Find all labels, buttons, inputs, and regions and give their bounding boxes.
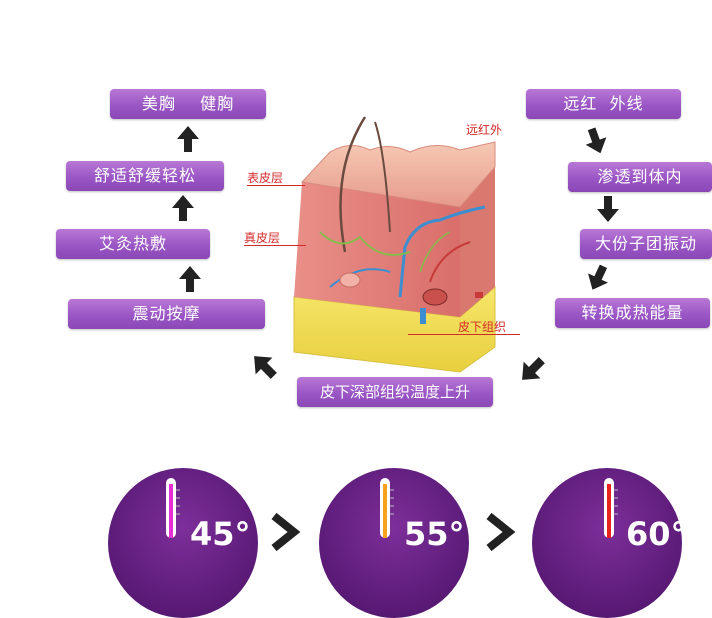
box-temperature-rise: 皮下深部组织温度上升 [297,377,493,407]
box-penetrate: 渗透到体内 [568,162,712,192]
thermometer-icon [160,478,182,538]
label-subcutaneous: 皮下组织 [458,320,507,334]
chevron-right-icon [485,512,525,552]
arrow-up-icon [179,266,201,292]
arrow-down-icon [597,196,619,222]
box-comfort-relax: 舒适舒缓轻松 [66,161,224,191]
arrow-down-icon [581,125,611,157]
leader-line-epidermis [247,185,305,186]
box-far-infrared: 远红 外线 [526,89,681,119]
arrow-down-icon [583,262,614,295]
chevron-right-icon [270,512,310,552]
label-dermis: 真皮层 [244,231,281,245]
arrow-up-icon [177,126,199,152]
thermometer-icon [374,478,396,538]
skin-cross-section-illustration [290,112,505,377]
temperature-45: 45° [190,515,251,553]
box-moxibustion: 艾灸热敷 [56,229,210,259]
thermometer-icon [598,478,620,538]
leader-line-subcutaneous [408,334,520,335]
box-molecule-vibration: 大份子团振动 [580,229,712,259]
leader-line-dermis [244,245,306,246]
box-heat-energy: 转换成热能量 [555,298,710,328]
temperature-60: 60° [626,515,687,553]
box-vibration-massage: 震动按摩 [68,299,265,329]
label-far-infrared: 远红外 [466,123,503,137]
arrow-diagonal-right-icon [514,352,551,389]
arrow-up-icon [172,195,194,221]
label-epidermis: 表皮层 [247,171,284,185]
box-breast-care: 美胸 健胸 [110,89,266,119]
arrow-diagonal-left-icon [246,348,283,385]
temperature-55: 55° [404,515,465,553]
